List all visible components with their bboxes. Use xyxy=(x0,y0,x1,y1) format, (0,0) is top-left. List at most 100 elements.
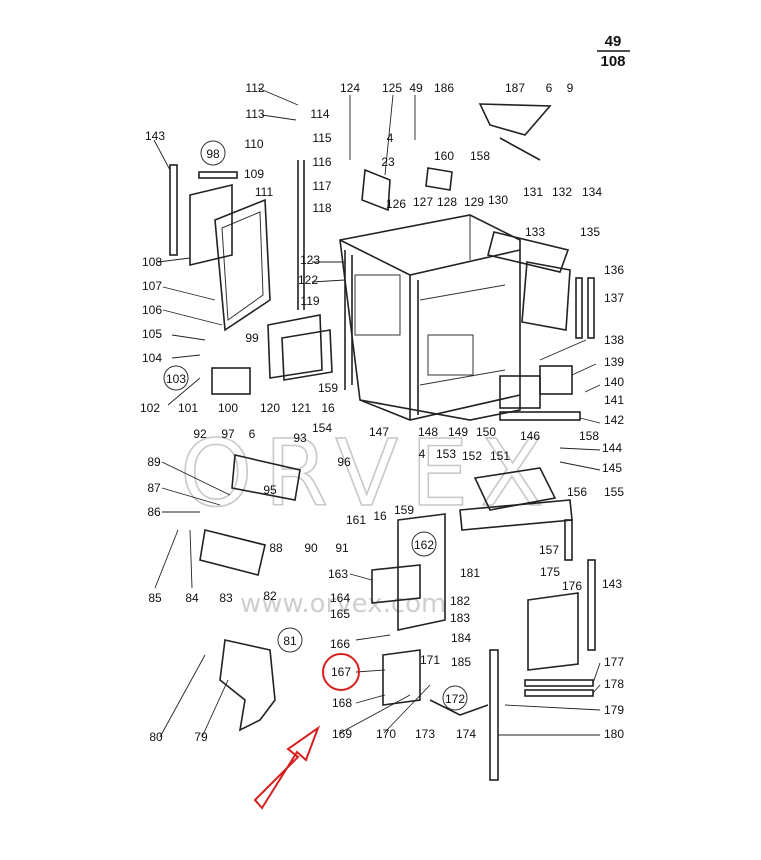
callout-185: 185 xyxy=(451,655,471,669)
callout-141: 141 xyxy=(604,393,624,407)
callout-109: 109 xyxy=(244,167,264,181)
callout-90: 90 xyxy=(304,541,318,555)
callout-132: 132 xyxy=(552,185,572,199)
callout-86: 86 xyxy=(147,505,161,519)
callout-124: 124 xyxy=(340,81,360,95)
callout-23: 23 xyxy=(381,155,395,169)
highlight-arrow xyxy=(253,725,321,810)
callout-142: 142 xyxy=(604,413,624,427)
callout-82: 82 xyxy=(263,589,277,603)
cab-frame xyxy=(339,214,521,421)
bracket-79 xyxy=(219,639,276,732)
panel-121 xyxy=(281,329,333,381)
callout-114: 114 xyxy=(310,107,329,121)
glass-176 xyxy=(527,592,579,671)
callout-174: 174 xyxy=(456,727,476,741)
callout-164: 164 xyxy=(330,591,350,605)
callout-120: 120 xyxy=(260,401,280,415)
callout-119: 119 xyxy=(300,294,319,308)
callout-184: 184 xyxy=(451,631,471,645)
bracket-92 xyxy=(231,454,301,501)
callout-79: 79 xyxy=(194,730,208,744)
plate-168 xyxy=(382,649,421,706)
rod-180 xyxy=(489,649,499,781)
strip-178 xyxy=(524,689,594,697)
callout-181: 181 xyxy=(460,566,480,580)
callout-105: 105 xyxy=(142,327,162,341)
callout-101: 101 xyxy=(178,401,198,415)
callout-173: 173 xyxy=(415,727,435,741)
callout-122: 122 xyxy=(298,273,318,287)
callout-136: 136 xyxy=(604,263,624,277)
callout-140: 140 xyxy=(604,375,624,389)
callout-139: 139 xyxy=(604,355,624,369)
callout-127: 127 xyxy=(413,195,433,209)
plate-125 xyxy=(361,168,391,212)
callout-171: 171 xyxy=(420,653,440,667)
callout-159: 159 xyxy=(394,503,414,517)
strip-143b xyxy=(587,559,596,651)
callout-131: 131 xyxy=(523,185,543,199)
callout-163: 163 xyxy=(328,567,348,581)
callout-183: 183 xyxy=(450,611,470,625)
callout-99: 99 xyxy=(245,331,259,345)
callout-9: 9 xyxy=(567,81,574,95)
strip-142 xyxy=(499,411,581,421)
callout-152: 152 xyxy=(462,449,482,463)
callout-121: 121 xyxy=(291,401,311,415)
callout-157: 157 xyxy=(539,543,559,557)
callout-87: 87 xyxy=(147,481,161,495)
glass-135 xyxy=(521,261,571,331)
group-badge-98: 98 xyxy=(200,140,226,166)
callout-148: 148 xyxy=(418,425,438,439)
strip-143 xyxy=(169,164,178,256)
callout-84: 84 xyxy=(185,591,199,605)
plate-139 xyxy=(539,365,573,395)
page-number-total: 108 xyxy=(600,53,625,70)
plate-100 xyxy=(211,367,251,395)
strip-110 xyxy=(198,171,238,179)
bracket-152 xyxy=(473,467,557,511)
callout-159: 159 xyxy=(318,381,338,395)
callout-93: 93 xyxy=(293,431,307,445)
callout-80: 80 xyxy=(149,730,163,744)
callout-16: 16 xyxy=(321,401,335,415)
callout-170: 170 xyxy=(376,727,396,741)
callout-108: 108 xyxy=(142,255,162,269)
leader-lines xyxy=(153,87,601,738)
strip-177 xyxy=(524,679,594,687)
callout-123: 123 xyxy=(300,253,320,267)
callout-154: 154 xyxy=(312,421,332,435)
callout-4: 4 xyxy=(387,131,394,145)
callout-107: 107 xyxy=(142,279,162,293)
svg-text:81: 81 xyxy=(283,634,297,648)
callout-177: 177 xyxy=(604,655,624,669)
callout-129: 129 xyxy=(464,195,484,209)
callout-175: 175 xyxy=(540,565,560,579)
callout-96: 96 xyxy=(337,455,351,469)
callout-83: 83 xyxy=(219,591,233,605)
callout-104: 104 xyxy=(142,351,162,365)
door-frame-107 xyxy=(214,198,271,332)
callout-160: 160 xyxy=(434,149,454,163)
glass-108 xyxy=(189,183,233,267)
strip-137 xyxy=(587,277,595,339)
panel-119 xyxy=(267,314,323,379)
callout-153: 153 xyxy=(436,447,456,461)
callout-16: 16 xyxy=(373,509,387,523)
callout-100: 100 xyxy=(218,401,238,415)
callout-128: 128 xyxy=(437,195,457,209)
callout-115: 115 xyxy=(312,131,331,145)
callout-126: 126 xyxy=(386,197,406,211)
callout-156: 156 xyxy=(567,485,587,499)
callout-146: 146 xyxy=(520,429,540,443)
callout-143: 143 xyxy=(602,577,622,591)
callout-167: 167 xyxy=(331,665,351,679)
callout-130: 130 xyxy=(488,193,508,207)
callout-4: 4 xyxy=(419,447,426,461)
mirror-83 xyxy=(199,529,266,576)
callout-134: 134 xyxy=(582,185,602,199)
svg-text:162: 162 xyxy=(414,538,434,552)
bracket-187 xyxy=(478,103,552,136)
